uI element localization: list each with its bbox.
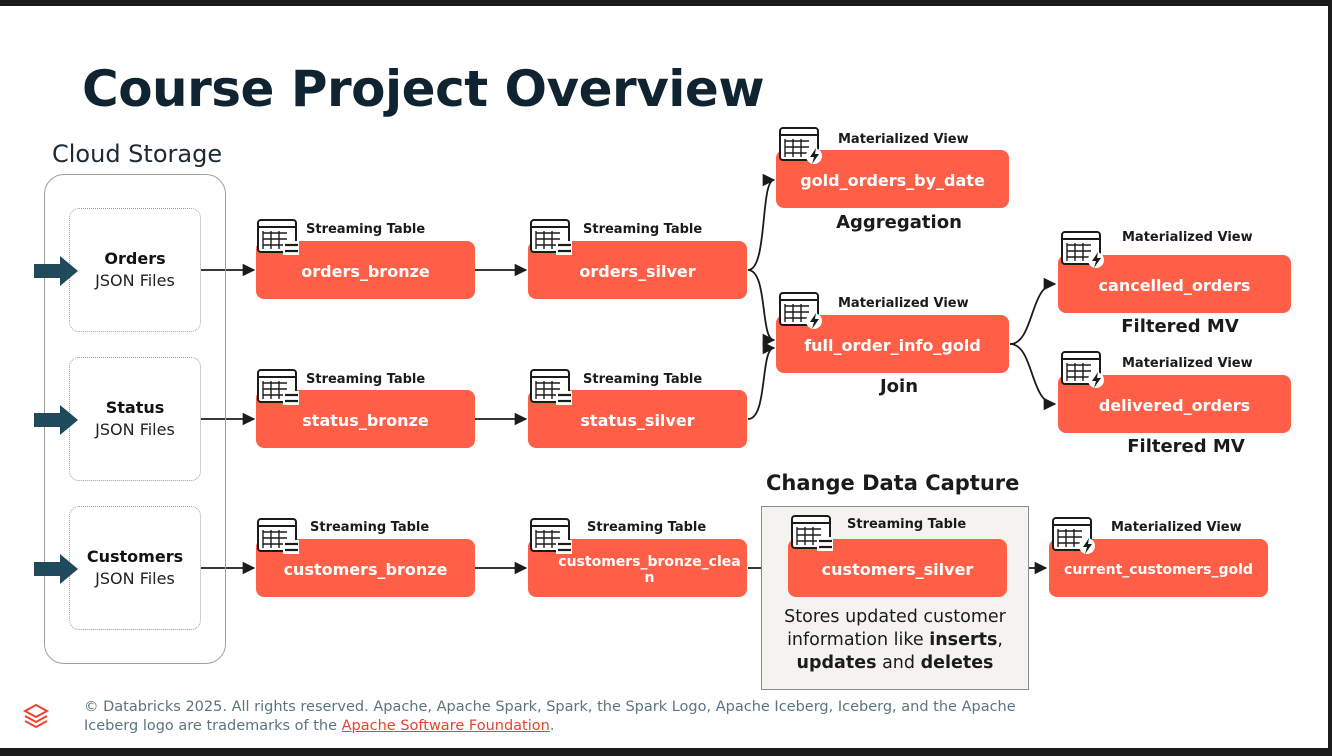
source-name: Orders xyxy=(104,249,166,268)
streaming-table-icon xyxy=(791,515,833,551)
cdc-description: Stores updated customer information like… xyxy=(784,607,1006,673)
source-customers: Customers JSON Files xyxy=(69,506,201,630)
materialized-view-icon xyxy=(1061,351,1104,388)
materialized-view-tag: Materialized View xyxy=(838,132,969,147)
source-name: Status xyxy=(105,398,165,417)
filtered-mv-label: Filtered MV xyxy=(1127,436,1245,457)
source-type: JSON Files xyxy=(95,569,175,588)
streaming-table-tag: Streaming Table xyxy=(306,222,426,237)
materialized-view-icon xyxy=(779,292,822,329)
aggregation-label: Aggregation xyxy=(836,212,962,233)
footer-copyright: © Databricks 2025. All rights reserved. … xyxy=(84,699,1016,734)
asf-link[interactable]: Apache Software Foundation xyxy=(341,718,550,734)
streaming-table-tag: Streaming Table xyxy=(847,517,967,532)
source-status: Status JSON Files xyxy=(69,357,201,481)
ingest-arrow-icon xyxy=(34,405,78,435)
streaming-table-tag: Streaming Table xyxy=(310,520,430,535)
connector-lines xyxy=(201,173,1057,575)
filtered-mv-label: Filtered MV xyxy=(1121,316,1239,337)
node-delivered-orders[interactable]: delivered_orders xyxy=(1058,375,1291,433)
materialized-view-tag: Materialized View xyxy=(1122,230,1253,245)
streaming-table-tag: Streaming Table xyxy=(306,372,426,387)
streaming-table-icon xyxy=(257,518,299,554)
materialized-view-tag: Materialized View xyxy=(1111,520,1242,535)
streaming-table-icon xyxy=(530,369,572,405)
streaming-table-icon xyxy=(530,219,572,255)
node-current-customers-gold[interactable]: current_customers_gold xyxy=(1049,539,1268,597)
streaming-table-icon xyxy=(257,219,299,255)
materialized-view-icon xyxy=(779,127,822,164)
streaming-table-tag: Streaming Table xyxy=(583,372,703,387)
source-orders: Orders JSON Files xyxy=(69,208,201,332)
ingest-arrow-icon xyxy=(34,554,78,584)
source-name: Customers xyxy=(86,547,184,566)
streaming-table-icon xyxy=(530,518,572,554)
source-type: JSON Files xyxy=(95,420,175,439)
streaming-table-icon xyxy=(257,369,299,405)
streaming-table-tag: Streaming Table xyxy=(583,222,703,237)
databricks-logo-icon xyxy=(22,703,50,729)
source-type: JSON Files xyxy=(95,271,175,290)
cdc-title: Change Data Capture xyxy=(766,471,1020,495)
page-title: Course Project Overview xyxy=(82,60,765,118)
join-label: Join xyxy=(879,376,919,397)
materialized-view-tag: Materialized View xyxy=(838,296,969,311)
streaming-table-tag: Streaming Table xyxy=(587,520,707,535)
materialized-view-tag: Materialized View xyxy=(1122,356,1253,371)
node-customers-bronze[interactable]: customers_bronze xyxy=(256,539,475,597)
materialized-view-icon xyxy=(1052,517,1095,554)
ingest-arrow-icon xyxy=(34,256,78,286)
slide: Course Project Overview Cloud Storage Or… xyxy=(0,6,1328,748)
materialized-view-icon xyxy=(1061,231,1104,268)
cloud-storage-label: Cloud Storage xyxy=(52,140,223,168)
